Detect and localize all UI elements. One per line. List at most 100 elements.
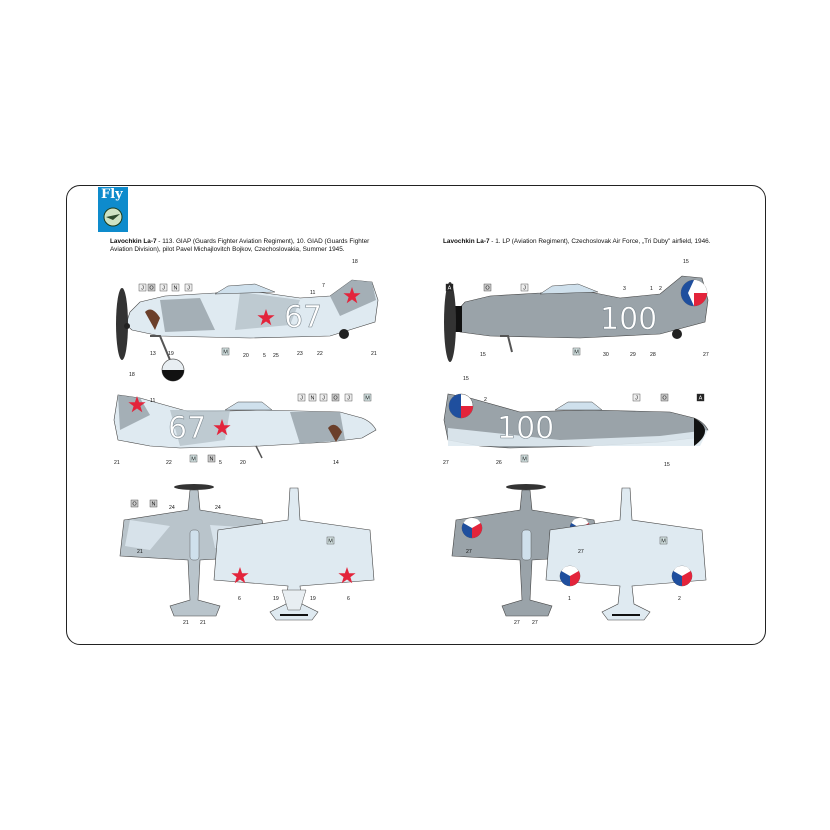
svg-text:M: M: [574, 350, 579, 356]
right-caption: Lavochkin La-7 - 1. LP (Aviation Regimen…: [443, 238, 713, 246]
svg-text:24: 24: [215, 505, 221, 511]
svg-text:N: N: [311, 396, 315, 402]
svg-text:O: O: [149, 286, 154, 292]
svg-text:J: J: [523, 286, 526, 292]
svg-text:J: J: [187, 286, 190, 292]
svg-text:21: 21: [137, 549, 143, 555]
right-caption-title: Lavochkin La-7: [443, 238, 490, 245]
left-side-view-2: 67: [113, 394, 377, 459]
left-caption: Lavochkin La-7 - 113. GIAP (Guards Fight…: [110, 238, 370, 254]
svg-text:A: A: [699, 396, 703, 402]
svg-text:2: 2: [659, 286, 662, 292]
left-side2-code: 67: [168, 411, 206, 446]
svg-text:25: 25: [273, 353, 279, 359]
right-bottom-view: [545, 487, 707, 621]
svg-text:J: J: [635, 396, 638, 402]
svg-text:19: 19: [310, 596, 316, 602]
svg-text:15: 15: [664, 462, 670, 468]
svg-text:J: J: [322, 396, 325, 402]
right-side1-code: 100: [600, 302, 657, 337]
svg-text:M: M: [661, 539, 666, 545]
svg-text:1: 1: [650, 286, 653, 292]
left-caption-text: - 113. GIAP (Guards Fighter Aviation Reg…: [110, 238, 370, 253]
left-side2-callouts: 18 11 21 22 N 5 20 J N J O J M M 14: [114, 372, 372, 466]
svg-text:21: 21: [114, 460, 120, 466]
svg-text:15: 15: [480, 352, 486, 358]
left-plan-callouts: O N 24 24 21 21 21 M 6 19 19 6: [130, 499, 350, 626]
svg-text:J: J: [347, 396, 350, 402]
svg-text:5: 5: [263, 353, 266, 359]
svg-text:M: M: [328, 539, 333, 545]
svg-text:11: 11: [310, 290, 315, 296]
svg-text:J: J: [141, 286, 144, 292]
svg-text:M: M: [522, 457, 527, 463]
svg-text:27: 27: [443, 460, 449, 466]
right-caption-text: - 1. LP (Aviation Regiment), Czechoslova…: [489, 238, 711, 245]
svg-text:22: 22: [166, 460, 172, 466]
svg-text:J: J: [300, 396, 303, 402]
left-bottom-view: [213, 487, 375, 621]
svg-text:3: 3: [623, 286, 626, 292]
svg-text:M: M: [191, 457, 196, 463]
svg-text:22: 22: [317, 351, 323, 357]
fly-logo: Fly: [98, 187, 128, 232]
left-side-view-1: 67: [116, 279, 379, 382]
svg-text:19: 19: [168, 351, 174, 357]
right-top-view: [451, 484, 601, 617]
svg-text:27: 27: [703, 352, 709, 358]
svg-text:M: M: [223, 350, 228, 356]
svg-text:M: M: [365, 396, 370, 402]
svg-text:N: N: [152, 502, 156, 508]
svg-text:21: 21: [200, 620, 206, 626]
right-side2-callouts: 15 2 27 26 M J O A 15: [443, 376, 705, 468]
left-top-callouts: J O J N J M 13 19 20 5 25 23 22 21 18 11 7: [138, 259, 377, 359]
svg-text:27: 27: [514, 620, 520, 626]
svg-text:2: 2: [678, 596, 681, 602]
right-side-view-1: 100: [444, 275, 709, 362]
svg-text:7: 7: [322, 283, 325, 289]
svg-text:18: 18: [129, 372, 135, 378]
svg-text:19: 19: [273, 596, 279, 602]
logo-emblem-icon: [103, 207, 123, 227]
svg-text:26: 26: [496, 460, 502, 466]
svg-text:27: 27: [466, 549, 472, 555]
svg-text:15: 15: [683, 259, 689, 265]
right-side-view-2: 100: [443, 393, 709, 449]
left-side1-code: 67: [284, 300, 322, 335]
logo-text: Fly: [101, 187, 123, 202]
right-top-callouts: A O J M 15 30 29 28 27 15 2 3 1: [445, 259, 709, 358]
svg-text:6: 6: [238, 596, 241, 602]
svg-text:21: 21: [371, 351, 377, 357]
svg-text:27: 27: [578, 549, 584, 555]
svg-text:23: 23: [297, 351, 303, 357]
svg-text:11: 11: [150, 398, 155, 404]
right-side2-code: 100: [497, 411, 554, 446]
svg-text:O: O: [132, 502, 137, 508]
svg-text:A: A: [448, 286, 452, 292]
svg-text:30: 30: [603, 352, 609, 358]
svg-text:27: 27: [532, 620, 538, 626]
svg-text:13: 13: [150, 351, 156, 357]
svg-text:14: 14: [333, 460, 339, 466]
svg-text:2: 2: [484, 397, 487, 403]
svg-text:18: 18: [352, 259, 358, 265]
svg-text:29: 29: [630, 352, 636, 358]
svg-text:J: J: [162, 286, 165, 292]
svg-text:6: 6: [347, 596, 350, 602]
svg-text:N: N: [174, 286, 178, 292]
svg-text:15: 15: [463, 376, 469, 382]
svg-text:28: 28: [650, 352, 656, 358]
svg-text:20: 20: [243, 353, 249, 359]
svg-text:O: O: [485, 286, 490, 292]
svg-text:N: N: [210, 457, 214, 463]
right-plan-callouts: 27 27 27 27 1 M 2: [466, 536, 681, 626]
svg-text:21: 21: [183, 620, 189, 626]
svg-text:1: 1: [568, 596, 571, 602]
svg-text:O: O: [333, 396, 338, 402]
svg-text:O: O: [662, 396, 667, 402]
svg-text:5: 5: [219, 460, 222, 466]
svg-text:20: 20: [240, 460, 246, 466]
left-caption-title: Lavochkin La-7: [110, 238, 157, 245]
svg-text:24: 24: [169, 505, 175, 511]
